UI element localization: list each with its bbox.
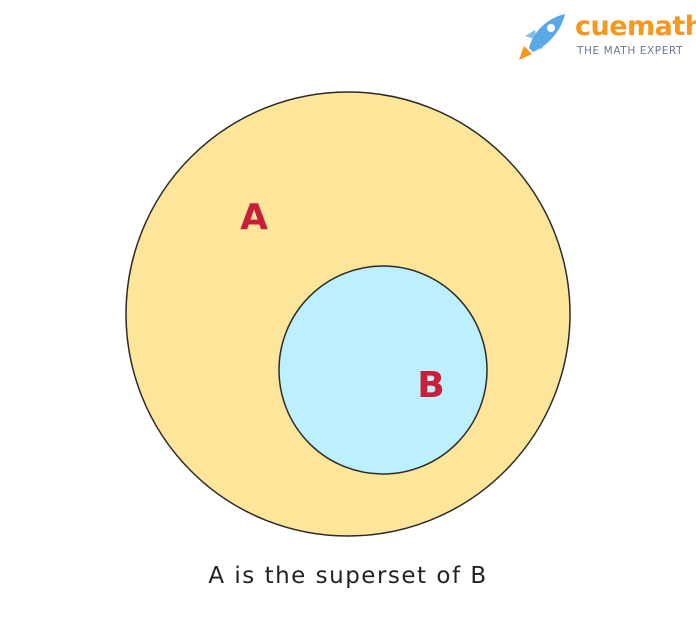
set-b-label: B — [417, 365, 444, 406]
cuemath-logo: cuemath THE MATH EXPERT — [515, 10, 696, 62]
rocket-icon — [519, 14, 565, 60]
brand-tagline: THE MATH EXPERT — [577, 45, 684, 57]
brand-name: cuemath — [575, 11, 696, 42]
diagram-caption: A is the superset of B — [208, 563, 488, 589]
set-a-label: A — [240, 197, 268, 238]
set-b-circle — [278, 265, 488, 475]
